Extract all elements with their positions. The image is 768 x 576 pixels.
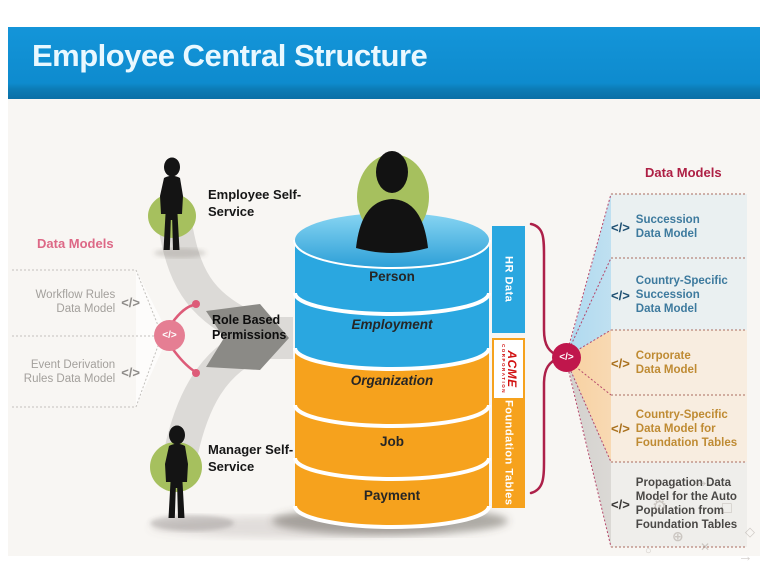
list-item-label: Workflow Rules Data Model	[35, 289, 116, 315]
list-item-country-foundation: </> Country-Specific Data Model for Foun…	[611, 397, 749, 460]
code-icon: </>	[121, 364, 140, 380]
code-icon: </>	[611, 496, 630, 512]
list-item-label: Event Derivation Rules Data Model	[23, 359, 116, 385]
list-item-label: Succession Data Model	[635, 214, 700, 240]
plus-watermark-icon: ⊕	[672, 528, 684, 544]
gear-watermark-icon: ⚙	[652, 497, 668, 516]
cross-watermark-icon: ✕	[700, 540, 711, 554]
arrow-watermark-icon: →	[738, 548, 753, 565]
manager-figure	[150, 425, 202, 518]
manager-shadow	[150, 515, 234, 531]
acme-logo-subtitle: CORPORATION	[500, 344, 506, 394]
code-icon: </>	[559, 352, 574, 363]
list-item-succession: </> Succession Data Model	[611, 197, 749, 257]
hr-data-band-label: HR Data	[502, 256, 515, 303]
left-funnel	[136, 270, 169, 407]
layer-job: Job	[379, 434, 404, 449]
arrow-watermark-icon: →	[690, 470, 710, 492]
foundation-tables-band-label: Foundation Tables	[502, 400, 515, 506]
hr-data-band: HR Data	[492, 226, 525, 333]
code-icon: </>	[611, 287, 630, 303]
user-avatar	[356, 151, 429, 253]
permissions-arrow	[206, 304, 289, 370]
right-list-separators	[611, 193, 747, 548]
layer-organization: Organization	[350, 373, 434, 388]
foundation-section	[295, 348, 489, 527]
avatar-silhouette	[356, 199, 428, 253]
left-data-models-title: Data Models	[37, 236, 114, 251]
code-icon: </>	[162, 330, 177, 341]
data-models-code-node: </>	[552, 343, 581, 372]
employee-shadow	[154, 248, 206, 258]
code-icon: </>	[611, 219, 630, 235]
propagation-models-wedge	[566, 358, 611, 547]
list-item-corporate: </> Corporate Data Model	[611, 333, 749, 393]
diamond-watermark-icon: ◇	[745, 524, 755, 539]
layer-payment: Payment	[363, 488, 421, 503]
role-based-permissions-label: Role Based Permissions	[212, 313, 287, 342]
code-icon: </>	[611, 421, 630, 436]
acme-logo: ACME CORPORATION	[494, 340, 523, 398]
list-item-label: Country-Specific Succession Data Model	[635, 275, 728, 315]
list-item-label: Propagation Data Model for the Auto Popu…	[635, 477, 738, 531]
acme-logo-title: ACME	[504, 350, 519, 388]
manager-self-service-label: Manager Self- Service	[208, 442, 294, 474]
right-data-models-title: Data Models	[645, 165, 722, 180]
list-item-workflow-rules: Workflow Rules Data Model </>	[12, 276, 140, 328]
list-item-label: Corporate Data Model	[635, 350, 698, 376]
square-watermark-icon: □	[722, 500, 732, 517]
list-item-country-succession: </> Country-Specific Succession Data Mod…	[611, 261, 749, 329]
employee-self-service-label: Employee Self- Service	[208, 187, 302, 219]
permissions-code-node: </>	[154, 320, 185, 351]
hr-data-section	[295, 240, 489, 369]
foundation-tables-band: ACME CORPORATION Foundation Tables	[492, 338, 525, 508]
page-title: Employee Central Structure	[32, 38, 428, 73]
list-item-event-derivation: Event Derivation Rules Data Model </>	[12, 346, 140, 398]
list-item-propagation: </> Propagation Data Model for the Auto …	[611, 464, 749, 544]
list-item-label: Country-Specific Data Model for Foundati…	[635, 408, 738, 449]
employee-figure	[148, 157, 196, 250]
code-icon: </>	[121, 294, 140, 310]
layer-person: Person	[369, 269, 415, 284]
code-icon: </>	[611, 355, 630, 371]
database-cylinder	[293, 213, 491, 529]
title-bar: Employee Central Structure	[8, 27, 760, 99]
left-list-separators	[12, 269, 160, 408]
circle-watermark-icon: ○	[645, 545, 652, 557]
layer-employment: Employment	[351, 317, 433, 332]
